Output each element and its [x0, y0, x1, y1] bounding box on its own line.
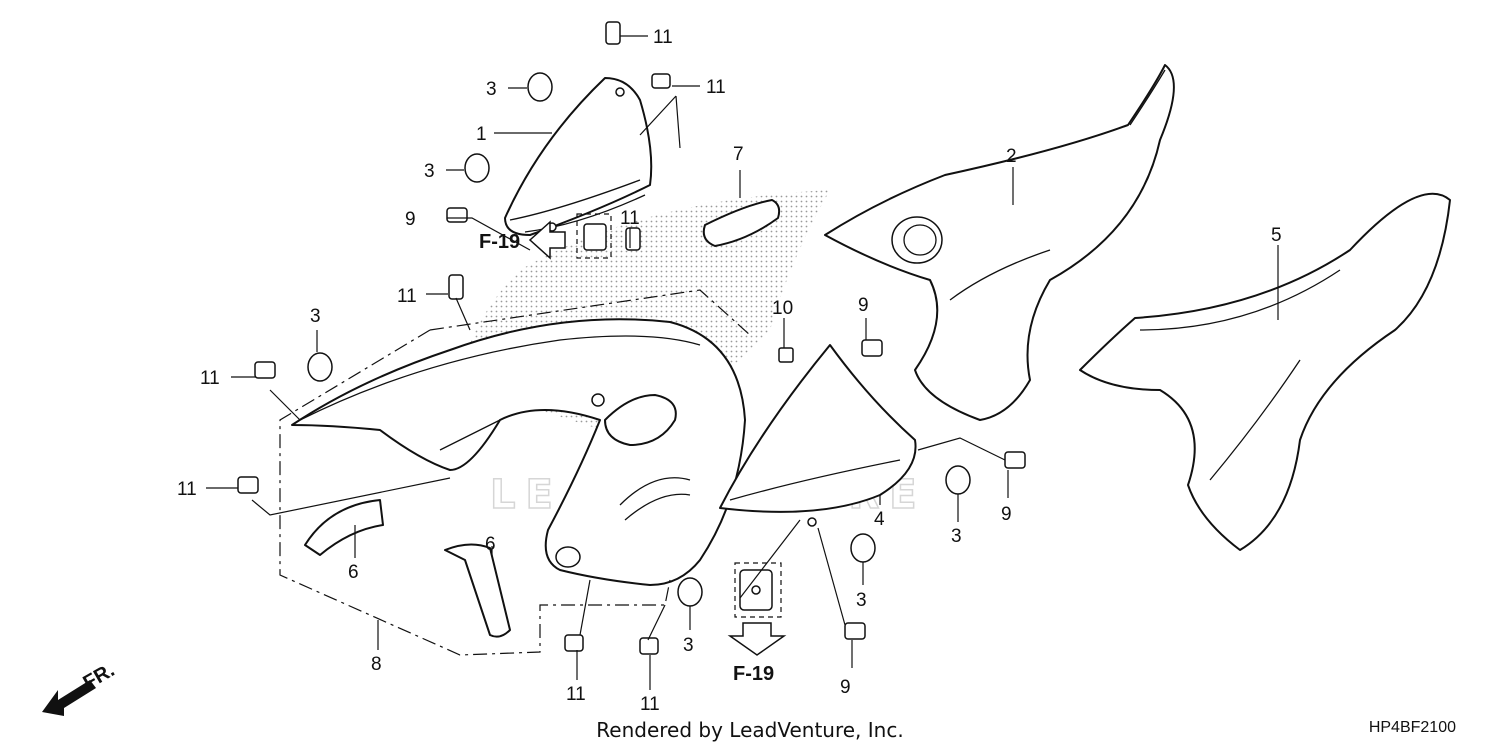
ref-arrow-left-icon	[528, 220, 566, 260]
front-arrow-icon	[42, 680, 96, 716]
ref-page-label: F-19	[733, 663, 774, 685]
callout-9: 9	[405, 209, 416, 230]
callout-11: 11	[177, 479, 197, 500]
fastener-group[interactable]	[237, 21, 1026, 655]
callout-3: 3	[951, 526, 962, 547]
drawing-code: HP4BF2100	[1368, 719, 1456, 736]
callout-7: 7	[733, 144, 744, 165]
part-6-pad-left[interactable]	[304, 499, 384, 556]
callout-11: 11	[653, 27, 673, 48]
ref-box-down	[734, 562, 782, 618]
callout-5: 5	[1271, 225, 1282, 246]
callout-1: 1	[476, 124, 487, 145]
callout-6: 6	[485, 534, 496, 555]
callout-11: 11	[640, 694, 660, 715]
callout-9: 9	[840, 677, 851, 698]
callout-11: 11	[566, 684, 586, 705]
assembly-line-left	[279, 329, 671, 656]
part-8-tank-shroud[interactable]	[291, 318, 746, 586]
callout-3: 3	[424, 161, 435, 182]
grommet-group[interactable]	[307, 72, 971, 607]
part-7-pad[interactable]	[702, 199, 781, 247]
part-5-rear-cover[interactable]	[1079, 192, 1451, 551]
assembly-line-top	[429, 289, 751, 336]
part-2-side-cover[interactable]	[824, 64, 1175, 421]
callout-8: 8	[371, 654, 382, 675]
callout-9: 9	[858, 295, 869, 316]
callout-3: 3	[310, 306, 321, 327]
part-4-lower-cover[interactable]	[719, 344, 917, 527]
callout-11: 11	[706, 77, 726, 98]
rendered-by-footer: Rendered by LeadVenture, Inc.	[596, 718, 904, 742]
callout-11: 11	[620, 208, 640, 229]
callout-11: 11	[397, 286, 417, 307]
callout-2: 2	[1006, 146, 1017, 167]
callout-4: 4	[874, 509, 885, 530]
leader-lines	[206, 35, 1279, 690]
callout-3: 3	[856, 590, 867, 611]
callout-9: 9	[1001, 504, 1012, 525]
callout-11: 11	[200, 368, 220, 389]
ref-page-label: F-19	[479, 231, 520, 253]
callout-6: 6	[348, 562, 359, 583]
part-6-pad-right[interactable]	[444, 543, 511, 638]
callout-3: 3	[486, 79, 497, 100]
ref-arrow-down-icon	[727, 622, 787, 656]
callout-10: 10	[772, 298, 793, 319]
callout-3: 3	[683, 635, 694, 656]
ref-box-left	[576, 213, 612, 259]
